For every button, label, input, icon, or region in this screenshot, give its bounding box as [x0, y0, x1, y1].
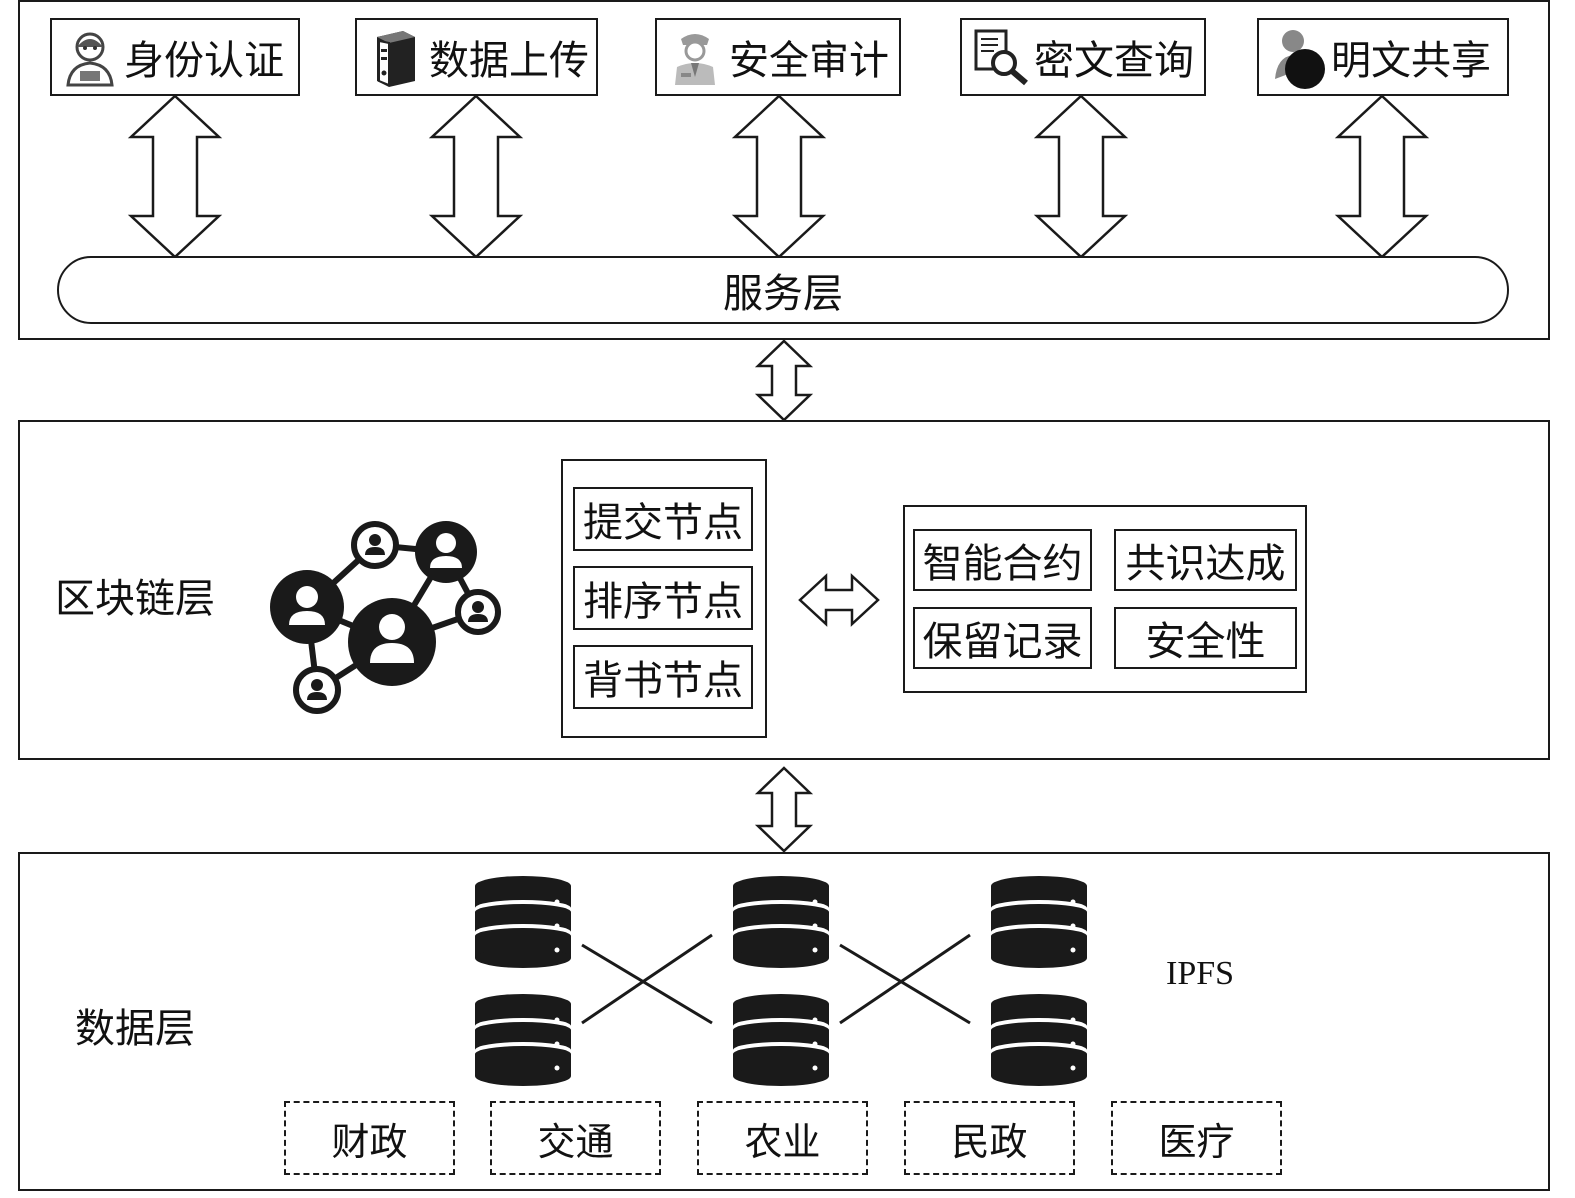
- domain-label: 医疗: [1158, 1119, 1235, 1164]
- database-icon: [475, 994, 571, 1086]
- network-node-large: [270, 570, 344, 644]
- domain-label: 农业: [744, 1119, 821, 1164]
- service-label: 身份认证: [124, 38, 284, 84]
- service-identity-auth[interactable]: 身份认证: [50, 18, 300, 96]
- document-search-icon: [974, 29, 1028, 86]
- domain-healthcare[interactable]: 医疗: [1111, 1101, 1282, 1175]
- domain-label: 财政: [331, 1119, 408, 1164]
- blockchain-network-icon: [270, 521, 501, 714]
- feature-consensus[interactable]: 共识达成: [1114, 529, 1297, 591]
- blockchain-layer-label: 区块链层: [55, 576, 215, 622]
- network-node-far-right: [455, 589, 501, 635]
- domain-label: 交通: [537, 1119, 614, 1164]
- node-ordering[interactable]: 排序节点: [573, 566, 753, 630]
- link-db-3: [839, 943, 971, 1025]
- server-icon: [377, 31, 415, 87]
- network-node-bottom: [293, 666, 341, 714]
- feature-label: 安全性: [1145, 619, 1266, 665]
- domain-civil-affairs[interactable]: 民政: [904, 1101, 1075, 1175]
- feature-label: 共识达成: [1125, 541, 1286, 587]
- service-label: 数据上传: [429, 38, 589, 84]
- feature-label: 智能合约: [922, 541, 1083, 587]
- network-node-center: [348, 598, 436, 686]
- feature-security[interactable]: 安全性: [1114, 607, 1297, 669]
- service-plaintext-share[interactable]: 明文共享: [1257, 18, 1509, 96]
- network-node-right: [415, 521, 477, 583]
- node-endorsement[interactable]: 背书节点: [573, 645, 753, 709]
- link-db-4: [839, 933, 971, 1025]
- ipfs-label: IPFS: [1166, 955, 1235, 992]
- service-layer-label: 服务层: [723, 271, 843, 317]
- service-data-upload[interactable]: 数据上传: [355, 18, 598, 96]
- service-layer-bar: 服务层: [57, 256, 1509, 324]
- service-label: 安全审计: [729, 38, 889, 84]
- arrow-blockchain-data: [754, 766, 814, 853]
- service-ciphertext-query[interactable]: 密文查询: [960, 18, 1206, 96]
- service-label: 密文查询: [1034, 38, 1194, 84]
- feature-label: 保留记录: [922, 619, 1083, 665]
- database-icon: [733, 994, 829, 1086]
- auditor-icon: [675, 34, 715, 85]
- domain-transport[interactable]: 交通: [490, 1101, 661, 1175]
- database-icon: [991, 876, 1087, 968]
- service-label: 明文共享: [1331, 38, 1491, 84]
- network-node-top: [351, 521, 399, 569]
- users-share-icon: [1275, 30, 1325, 89]
- node-label: 排序节点: [583, 579, 743, 625]
- database-icon: [991, 994, 1087, 1086]
- data-layer-label: 数据层: [75, 1006, 195, 1052]
- database-icon: [475, 876, 571, 968]
- user-avatar-icon: [66, 32, 114, 87]
- database-icon: [733, 876, 829, 968]
- link-db-1: [581, 943, 713, 1025]
- node-label: 背书节点: [583, 658, 743, 704]
- feature-record-keeping[interactable]: 保留记录: [913, 607, 1092, 669]
- link-db-2: [581, 933, 713, 1025]
- node-label: 提交节点: [583, 500, 743, 546]
- domain-finance[interactable]: 财政: [284, 1101, 455, 1175]
- domain-agriculture[interactable]: 农业: [697, 1101, 868, 1175]
- service-security-audit[interactable]: 安全审计: [655, 18, 901, 96]
- domain-label: 民政: [951, 1119, 1028, 1164]
- feature-smart-contract[interactable]: 智能合约: [913, 529, 1092, 591]
- node-submit[interactable]: 提交节点: [573, 487, 753, 551]
